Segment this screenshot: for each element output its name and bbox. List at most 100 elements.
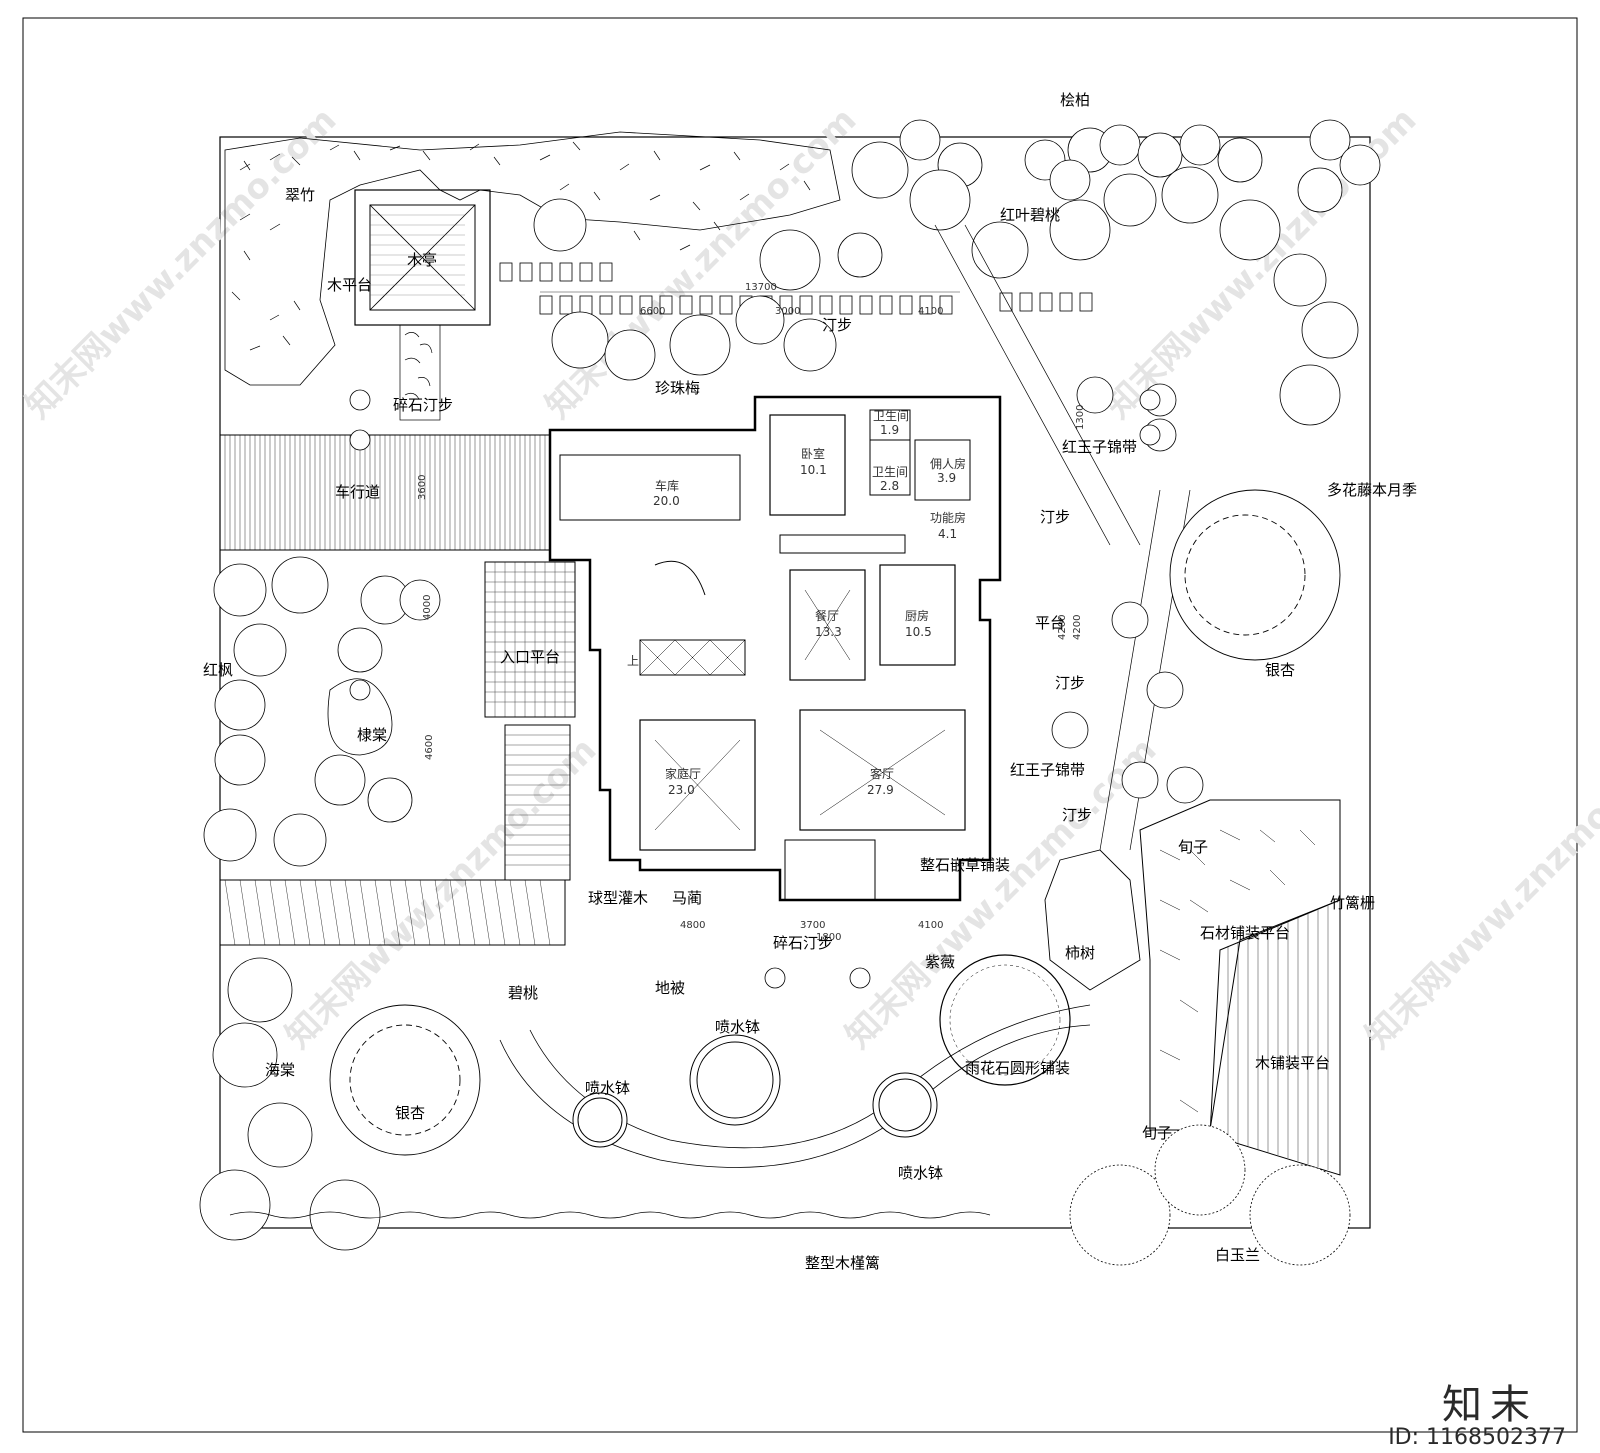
label-pebble-paving: 雨花石圆形铺装 xyxy=(965,1059,1070,1077)
label-gravel-path-bottom: 碎石汀步 xyxy=(773,934,833,952)
red-prince-weigela xyxy=(1051,376,1204,804)
bamboo-grove xyxy=(224,131,841,386)
label-stepping-right-2: 汀步 xyxy=(1055,674,1085,692)
watermark-text: 知末网www.znzmo.com xyxy=(18,100,344,426)
label-bamboo: 翠竹 xyxy=(285,186,315,204)
label-persimmon: 柿树 xyxy=(1065,944,1095,962)
label-hibiscus-hedge: 整型木槿篱 xyxy=(805,1254,880,1272)
label-xunzi-1: 旬子 xyxy=(1178,838,1208,856)
room-bedroom-name: 卧室 xyxy=(801,446,825,461)
label-entrance-platform: 入口平台 xyxy=(500,648,560,666)
label-kerria: 棣棠 xyxy=(357,726,387,744)
label-climbing-rose: 多花藤本月季 xyxy=(1327,481,1417,499)
label-gravel-path-top: 碎石汀步 xyxy=(393,396,453,414)
pearl-plum-trees xyxy=(533,198,883,381)
room-garage-name: 车库 xyxy=(655,478,679,493)
left-planting-area xyxy=(203,556,441,867)
label-red-peach: 红叶碧桃 xyxy=(1000,206,1060,224)
room-servant-name: 佣人房 xyxy=(930,456,966,471)
document-id: ID: 1168502377 xyxy=(1388,1425,1566,1450)
sheet-border xyxy=(22,17,1578,1433)
room-dining-name: 餐厅 xyxy=(815,608,839,623)
label-bamboo-fence: 竹篱栅 xyxy=(1330,894,1375,912)
label-iris: 马蔺 xyxy=(672,889,702,907)
driveway xyxy=(219,434,566,946)
room-kitchen-name: 厨房 xyxy=(905,608,929,623)
room-family-name: 家庭厅 xyxy=(665,766,701,781)
label-fountain-3: 喷水钵 xyxy=(898,1164,943,1182)
watermark-text: 知末网www.znzmo.com xyxy=(1358,730,1600,1056)
label-xunzi-2: 旬子 xyxy=(1142,1124,1172,1142)
site-boundary xyxy=(219,136,1371,1229)
label-terrace: 平台 xyxy=(1035,614,1065,632)
dim-6600: 6600 xyxy=(640,306,665,317)
room-living-name: 客厅 xyxy=(870,766,894,781)
plan-labels: 桧柏 翠竹 木亭 木平台 红叶碧桃 汀步 珍珠梅 碎石汀步 车行道 红王子锦带 … xyxy=(203,91,1417,1272)
label-crabapple: 海棠 xyxy=(265,1061,295,1079)
dim-1300: 1300 xyxy=(1075,405,1086,430)
label-pavilion: 木亭 xyxy=(407,251,437,269)
round-pebble-paving xyxy=(939,954,1071,1086)
juniper-trees xyxy=(851,119,1381,426)
room-living-area: 27.9 xyxy=(867,783,894,797)
label-red-maple: 红枫 xyxy=(203,661,233,679)
dim-3700: 3700 xyxy=(800,920,825,931)
label-stepping-right-3: 汀步 xyxy=(1062,806,1092,824)
dim-4200-b: 4200 xyxy=(1057,615,1068,640)
label-crape-myrtle: 紫薇 xyxy=(925,953,955,971)
stone-paving-platform xyxy=(1139,799,1341,1131)
room-garage-area: 20.0 xyxy=(653,494,680,508)
room-bath2-name: 卫生间 xyxy=(872,465,908,479)
ginkgo-tree-left xyxy=(329,1004,481,1156)
dim-4800: 4800 xyxy=(680,920,705,931)
hibiscus-hedge xyxy=(229,1211,991,1219)
room-bath2-area: 2.8 xyxy=(880,479,899,493)
room-dining-area: 13.3 xyxy=(815,625,842,639)
dim-3000: 3000 xyxy=(775,306,800,317)
ginkgo-tree-right xyxy=(1169,489,1341,661)
dim-13700: 13700 xyxy=(745,282,777,293)
room-bath1-name: 卫生间 xyxy=(873,409,909,423)
brand-logo-text: 知末 xyxy=(1442,1382,1538,1428)
stair-up-mark: 上 xyxy=(627,654,639,668)
room-utility-area: 4.1 xyxy=(938,527,957,541)
room-bath1-area: 1.9 xyxy=(880,423,899,437)
room-labels: 卧室 10.1 卫生间 1.9 卫生间 2.8 佣人房 3.9 功能房 4.1 … xyxy=(627,409,966,797)
house-plan xyxy=(548,395,1002,902)
label-ginkgo-right: 银杏 xyxy=(1265,661,1295,679)
label-stone-grass-paving: 整石嵌草铺装 xyxy=(920,856,1010,874)
label-stepping-right-1: 汀步 xyxy=(1040,508,1070,526)
label-pearl-plum: 珍珠梅 xyxy=(655,379,700,397)
dim-4100-top: 4100 xyxy=(918,306,943,317)
crabapple-trees xyxy=(199,957,381,1251)
lamp-posts xyxy=(349,389,1161,989)
room-servant-area: 3.9 xyxy=(937,471,956,485)
label-peach: 碧桃 xyxy=(508,984,538,1002)
label-driveway: 车行道 xyxy=(335,483,380,501)
label-white-magnolia: 白玉兰 xyxy=(1215,1246,1260,1264)
label-wood-deck: 木平台 xyxy=(327,276,372,294)
label-stone-platform: 石材铺装平台 xyxy=(1200,924,1290,942)
label-groundcover: 地被 xyxy=(655,979,685,997)
room-kitchen-area: 10.5 xyxy=(905,625,932,639)
persimmon-tree xyxy=(1044,849,1141,991)
label-weigela-1: 红王子锦带 xyxy=(1062,438,1137,456)
dim-4600: 4600 xyxy=(424,735,435,760)
label-wood-platform: 木铺装平台 xyxy=(1255,1054,1330,1072)
dim-4100-bottom: 4100 xyxy=(918,920,943,931)
label-fountain-1: 喷水钵 xyxy=(715,1018,760,1036)
label-stepping-top: 汀步 xyxy=(822,316,852,334)
dim-3600: 3600 xyxy=(417,475,428,500)
white-magnolia-trees xyxy=(1069,1124,1351,1266)
label-weigela-2: 红王子锦带 xyxy=(1010,761,1085,779)
dim-4200-a: 4200 xyxy=(1072,615,1083,640)
entrance-platform xyxy=(484,561,576,881)
fountain-bowls xyxy=(572,1034,938,1148)
label-fountain-2: 喷水钵 xyxy=(585,1079,630,1097)
dimension-labels: 13700 6600 3000 4100 3600 4000 4600 1300… xyxy=(417,282,1086,943)
wood-deck-platform xyxy=(1209,899,1341,1176)
room-family-area: 23.0 xyxy=(668,783,695,797)
crushed-stone-path-top xyxy=(399,324,441,421)
label-ginkgo-left: 银杏 xyxy=(395,1104,425,1122)
